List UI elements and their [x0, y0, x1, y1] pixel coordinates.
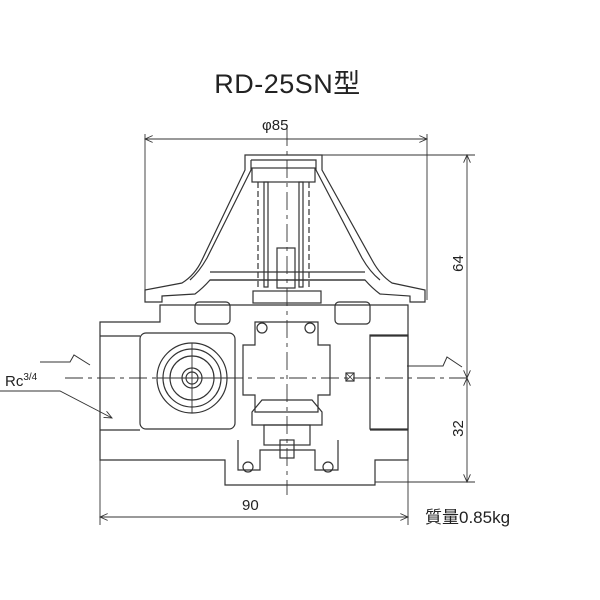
port-prefix: Rc [5, 373, 24, 390]
inlet-port [156, 342, 228, 414]
width-dimension: 90 [242, 497, 259, 514]
port-leader [0, 390, 112, 418]
model-title: RD-25SN型 [214, 69, 361, 99]
diameter-dimension: φ85 [262, 117, 289, 134]
upper-height-dimension: 64 [449, 255, 467, 272]
mass-label: 質量0.85kg [425, 508, 511, 527]
center-lines [65, 128, 470, 495]
dimension-lines [100, 134, 475, 525]
body [99, 301, 409, 486]
lower-height-dimension: 32 [449, 420, 467, 437]
port-size: 3/4 [23, 372, 38, 383]
port-size-label: Rc3/4 [5, 372, 37, 390]
outlet-flow-arrow [407, 356, 463, 368]
bonnet [144, 154, 426, 304]
inlet-flow-arrow [40, 354, 91, 366]
